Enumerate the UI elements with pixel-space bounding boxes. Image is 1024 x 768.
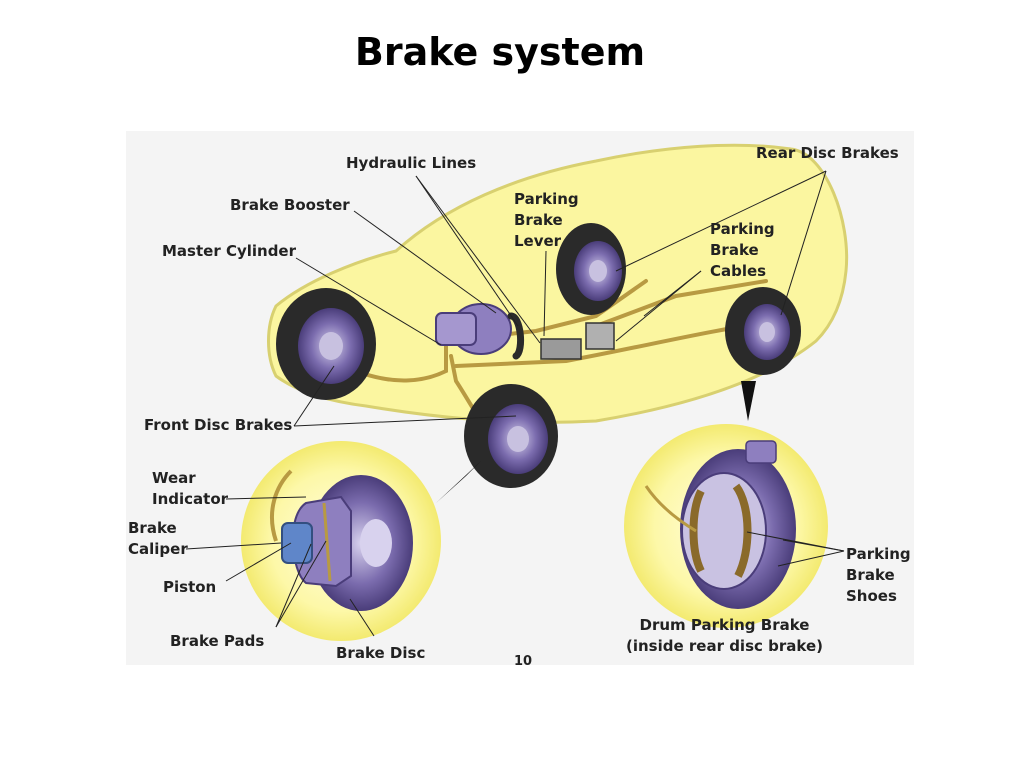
rear-right-wheel-drawing [725, 287, 801, 375]
rear-zoom-connector [741, 381, 756, 421]
front-disc-brake-closeup-drawing [241, 441, 441, 641]
label-brake-caliper: Brake Caliper [128, 519, 188, 558]
label-parking-brake-cables: Parking Brake Cables [710, 220, 775, 280]
parking-brake-lever-drawing [540, 322, 615, 360]
front-zoom-connector [436, 461, 481, 503]
diagram-illustration [185, 143, 849, 641]
car-body-outline [267, 143, 849, 424]
drum-parking-brake-closeup-drawing [624, 424, 828, 628]
label-master-cylinder: Master Cylinder [162, 242, 296, 260]
label-front-disc-brakes: Front Disc Brakes [144, 416, 293, 434]
label-parking-brake-lever: Parking Brake Lever [514, 190, 579, 250]
label-drum-parking-brake: Drum Parking Brake (inside rear disc bra… [626, 616, 823, 655]
label-parking-brake-shoes: Parking Brake Shoes [846, 545, 911, 605]
label-brake-booster: Brake Booster [230, 196, 350, 214]
master-cylinder-booster-drawing [435, 303, 525, 360]
label-brake-disc: Brake Disc [336, 644, 426, 662]
label-brake-pads: Brake Pads [170, 632, 265, 650]
label-wear-indicator: Wear Indicator [152, 469, 229, 508]
label-rear-disc-brakes: Rear Disc Brakes [756, 144, 899, 162]
brake-system-diagram: Hydraulic Lines Brake Booster Master Cyl… [126, 131, 914, 665]
label-piston: Piston [163, 578, 217, 596]
rear-left-wheel-drawing [556, 223, 626, 315]
front-left-wheel-drawing [276, 288, 376, 400]
leader-lines [185, 170, 845, 637]
label-hydraulic-lines: Hydraulic Lines [346, 154, 477, 172]
slide-title: Brake system [354, 30, 646, 74]
front-right-wheel-drawing [464, 384, 558, 488]
page-number: 10 [514, 654, 533, 665]
